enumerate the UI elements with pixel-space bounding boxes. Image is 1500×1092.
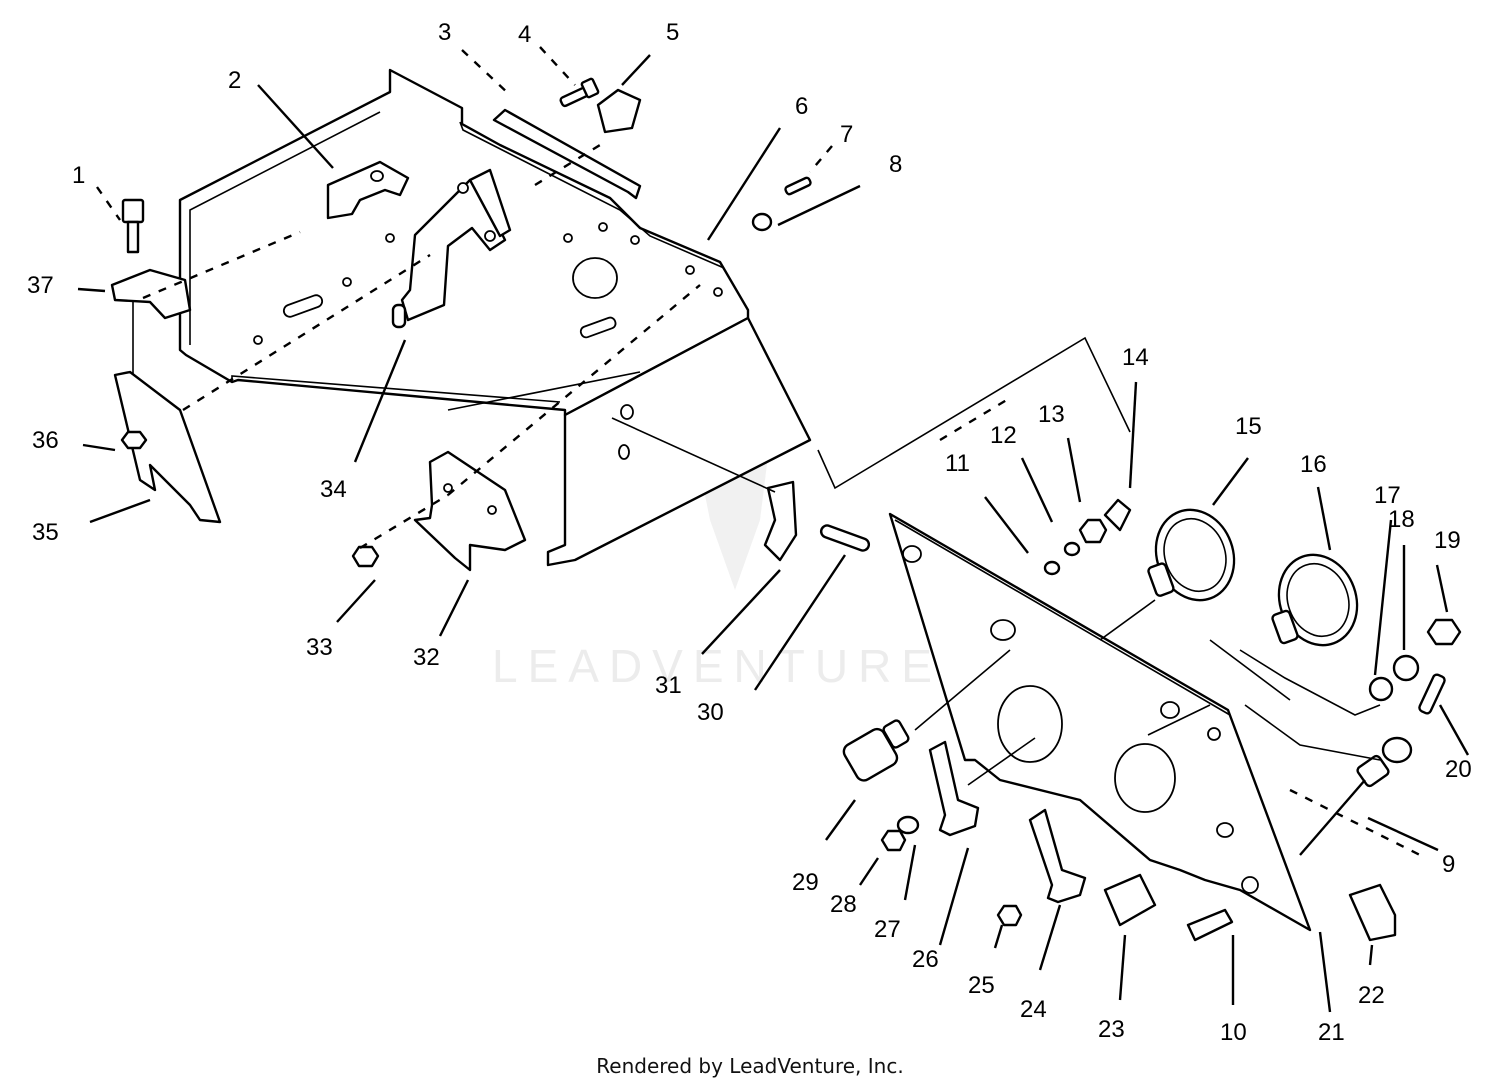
callout-33: 33 (306, 634, 333, 661)
callout-26: 26 (912, 946, 939, 973)
callout-18: 18 (1388, 506, 1415, 533)
callout-4: 4 (518, 21, 531, 48)
washer-27 (896, 815, 920, 835)
gauge-15 (1147, 508, 1236, 602)
nut-13 (1078, 518, 1108, 544)
callout-15: 15 (1235, 413, 1262, 440)
gauge-16 (1271, 553, 1359, 647)
clamp-37 (110, 268, 192, 320)
clip-31 (763, 480, 798, 562)
screw-7 (784, 176, 812, 196)
callout-6: 6 (795, 93, 808, 120)
washer-8 (751, 212, 773, 232)
bracket-24 (1028, 808, 1087, 904)
callout-29: 29 (792, 869, 819, 896)
key-switch-29 (842, 719, 910, 782)
nut-36 (120, 430, 148, 450)
callout-31: 31 (655, 672, 682, 699)
washer-11 (1043, 560, 1061, 576)
screw-10 (1186, 908, 1234, 942)
footer-credit: Rendered by LeadVenture, Inc. (596, 1054, 903, 1078)
callout-labels: 1 2 3 4 5 6 7 8 9 10 11 12 13 14 15 16 1… (27, 19, 1472, 1046)
throttle-rod (492, 108, 642, 200)
construction-lines (142, 143, 1421, 857)
callout-30: 30 (697, 699, 724, 726)
watermark-text: LEADVENTURE (492, 640, 942, 692)
callout-14: 14 (1122, 344, 1149, 371)
bolt-1 (121, 198, 145, 254)
nut-33 (351, 545, 380, 568)
callout-5: 5 (666, 19, 679, 46)
callout-13: 13 (1038, 401, 1065, 428)
callout-34: 34 (320, 476, 347, 503)
link-bar (468, 168, 512, 238)
bracket-32 (413, 450, 527, 572)
bracket-2 (326, 160, 410, 220)
nut-28 (880, 829, 907, 852)
callout-8: 8 (889, 151, 902, 178)
callout-32: 32 (413, 644, 440, 671)
callout-17: 17 (1374, 482, 1401, 509)
bolt-4 (559, 77, 600, 108)
callout-24: 24 (1020, 996, 1047, 1023)
choke-cable-9 (1299, 736, 1413, 856)
bolt-20 (1418, 673, 1446, 715)
washer-17 (1368, 676, 1394, 702)
callout-12: 12 (990, 422, 1017, 449)
knob-5 (596, 88, 642, 134)
washer-12 (1063, 541, 1081, 557)
callout-22: 22 (1358, 982, 1385, 1009)
callout-7: 7 (840, 121, 853, 148)
callout-16: 16 (1300, 451, 1327, 478)
callout-20: 20 (1445, 756, 1472, 783)
washer-18 (1392, 654, 1420, 682)
nut-19 (1426, 618, 1462, 646)
leader-lines (77, 46, 1470, 1013)
toggle-switch-23 (1103, 873, 1157, 927)
callout-23: 23 (1098, 1016, 1125, 1043)
callout-10: 10 (1220, 1019, 1247, 1046)
callout-1: 1 (72, 162, 85, 189)
callout-2: 2 (228, 67, 241, 94)
callout-27: 27 (874, 916, 901, 943)
clip-14 (1103, 498, 1132, 532)
callout-35: 35 (32, 519, 59, 546)
callout-9: 9 (1442, 851, 1455, 878)
callout-28: 28 (830, 891, 857, 918)
plate-35 (113, 370, 222, 524)
bracket-26 (928, 740, 980, 837)
callout-25: 25 (968, 972, 995, 999)
callout-37: 37 (27, 272, 54, 299)
callout-11: 11 (945, 450, 970, 477)
callout-3: 3 (438, 19, 451, 46)
pin-30 (819, 524, 871, 552)
callout-19: 19 (1434, 527, 1461, 554)
clip-22 (1348, 883, 1397, 942)
dash-panel (888, 512, 1312, 932)
callout-21: 21 (1318, 1019, 1345, 1046)
callout-36: 36 (32, 427, 59, 454)
nut-25 (996, 904, 1023, 927)
